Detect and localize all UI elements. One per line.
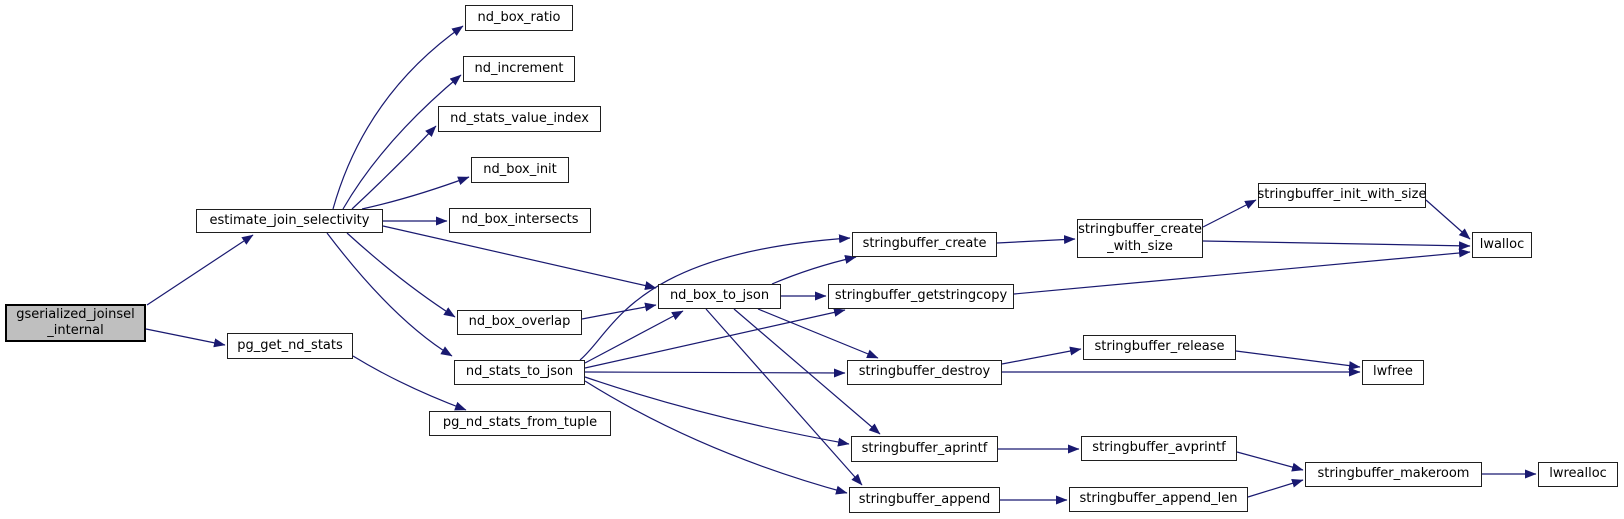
node-nd-increment[interactable]: nd_increment bbox=[463, 56, 575, 82]
edge-stringbuffer_append_len-to-stringbuffer_makeroom bbox=[1247, 478, 1304, 498]
edge-nd_stats_to_json-to-nd_box_to_json bbox=[584, 310, 684, 364]
edge-nd_stats_to_json-to-stringbuffer_destroy bbox=[584, 368, 846, 378]
edge-nd_stats_to_json-to-stringbuffer_aprintf bbox=[584, 376, 850, 447]
node-stringbuffer-append[interactable]: stringbuffer_append bbox=[849, 487, 1000, 513]
edge-stringbuffer_create_with_size-to-lwalloc bbox=[1202, 240, 1471, 251]
node-stringbuffer-create-with-size[interactable]: stringbuffer_create _with_size bbox=[1077, 219, 1203, 258]
node-stringbuffer-avprintf[interactable]: stringbuffer_avprintf bbox=[1081, 436, 1237, 461]
node-nd-stats-value-index[interactable]: nd_stats_value_index bbox=[438, 106, 601, 132]
node-estimate-join-selectivity[interactable]: estimate_join_selectivity bbox=[196, 209, 383, 233]
node-lwalloc[interactable]: lwalloc bbox=[1472, 232, 1532, 258]
edge-gserialized_joinsel_internal-to-pg_get_nd_stats bbox=[145, 328, 226, 348]
node-stringbuffer-release[interactable]: stringbuffer_release bbox=[1083, 335, 1236, 360]
node-stringbuffer-create[interactable]: stringbuffer_create bbox=[852, 232, 997, 257]
edge-estimate_join_selectivity-to-nd_box_to_json bbox=[382, 225, 657, 290]
node-gserialized-joinsel-internal[interactable]: gserialized_joinsel _internal bbox=[5, 304, 146, 342]
edge-pg_get_nd_stats-to-pg_nd_stats_from_tuple bbox=[352, 355, 467, 411]
edge-stringbuffer_avprintf-to-stringbuffer_makeroom bbox=[1236, 451, 1304, 472]
edge-estimate_join_selectivity-to-nd_stats_to_json bbox=[326, 232, 453, 357]
node-stringbuffer-makeroom[interactable]: stringbuffer_makeroom bbox=[1305, 462, 1482, 487]
node-nd-stats-to-json[interactable]: nd_stats_to_json bbox=[454, 360, 585, 385]
edge-stringbuffer_init_with_size-to-lwalloc bbox=[1425, 199, 1471, 240]
node-nd-box-overlap[interactable]: nd_box_overlap bbox=[457, 310, 582, 335]
edge-estimate_join_selectivity-to-nd_box_init bbox=[361, 176, 470, 210]
node-stringbuffer-init-with-size[interactable]: stringbuffer_init_with_size bbox=[1258, 183, 1426, 208]
edge-estimate_join_selectivity-to-nd_stats_value_index bbox=[351, 125, 437, 210]
edge-estimate_join_selectivity-to-nd_increment bbox=[342, 74, 462, 210]
edge-nd_stats_to_json-to-stringbuffer_append bbox=[584, 380, 848, 495]
edge-estimate_join_selectivity-to-nd_box_overlap bbox=[346, 232, 456, 318]
edge-stringbuffer_create_with_size-to-stringbuffer_init_with_size bbox=[1202, 199, 1257, 228]
node-nd-box-ratio[interactable]: nd_box_ratio bbox=[465, 5, 573, 31]
edge-stringbuffer_getstringcopy-to-lwalloc bbox=[1013, 248, 1471, 295]
edge-gserialized_joinsel_internal-to-estimate_join_selectivity bbox=[146, 234, 254, 306]
node-nd-box-init[interactable]: nd_box_init bbox=[471, 157, 569, 183]
node-stringbuffer-aprintf[interactable]: stringbuffer_aprintf bbox=[851, 436, 998, 462]
edge-nd_stats_to_json-to-stringbuffer_getstringcopy bbox=[584, 308, 846, 369]
edge-nd_box_to_json-to-stringbuffer_append bbox=[705, 308, 863, 486]
node-nd-box-to-json[interactable]: nd_box_to_json bbox=[658, 284, 781, 309]
edge-nd_box_to_json-to-stringbuffer_aprintf bbox=[733, 308, 881, 435]
edge-nd_stats_to_json-to-stringbuffer_create bbox=[579, 234, 851, 361]
node-stringbuffer-destroy[interactable]: stringbuffer_destroy bbox=[847, 360, 1002, 385]
edge-nd_box_to_json-to-stringbuffer_destroy bbox=[757, 308, 879, 359]
node-pg-get-nd-stats[interactable]: pg_get_nd_stats bbox=[227, 333, 353, 359]
edge-estimate_join_selectivity-to-nd_box_ratio bbox=[332, 25, 464, 210]
node-stringbuffer-append-len[interactable]: stringbuffer_append_len bbox=[1069, 487, 1248, 512]
node-stringbuffer-getstringcopy[interactable]: stringbuffer_getstringcopy bbox=[828, 284, 1014, 309]
node-pg-nd-stats-from-tuple[interactable]: pg_nd_stats_from_tuple bbox=[429, 411, 611, 436]
edge-stringbuffer_destroy-to-stringbuffer_release bbox=[1001, 346, 1082, 365]
node-lwrealloc[interactable]: lwrealloc bbox=[1538, 462, 1618, 487]
edge-nd_box_to_json-to-stringbuffer_create bbox=[771, 255, 857, 285]
node-nd-box-intersects[interactable]: nd_box_intersects bbox=[449, 208, 591, 233]
edge-stringbuffer_release-to-lwfree bbox=[1235, 350, 1361, 371]
edge-nd_box_overlap-to-nd_box_to_json bbox=[581, 302, 657, 320]
edge-stringbuffer_create-to-stringbuffer_create_with_size bbox=[996, 235, 1076, 245]
node-lwfree[interactable]: lwfree bbox=[1362, 360, 1424, 385]
